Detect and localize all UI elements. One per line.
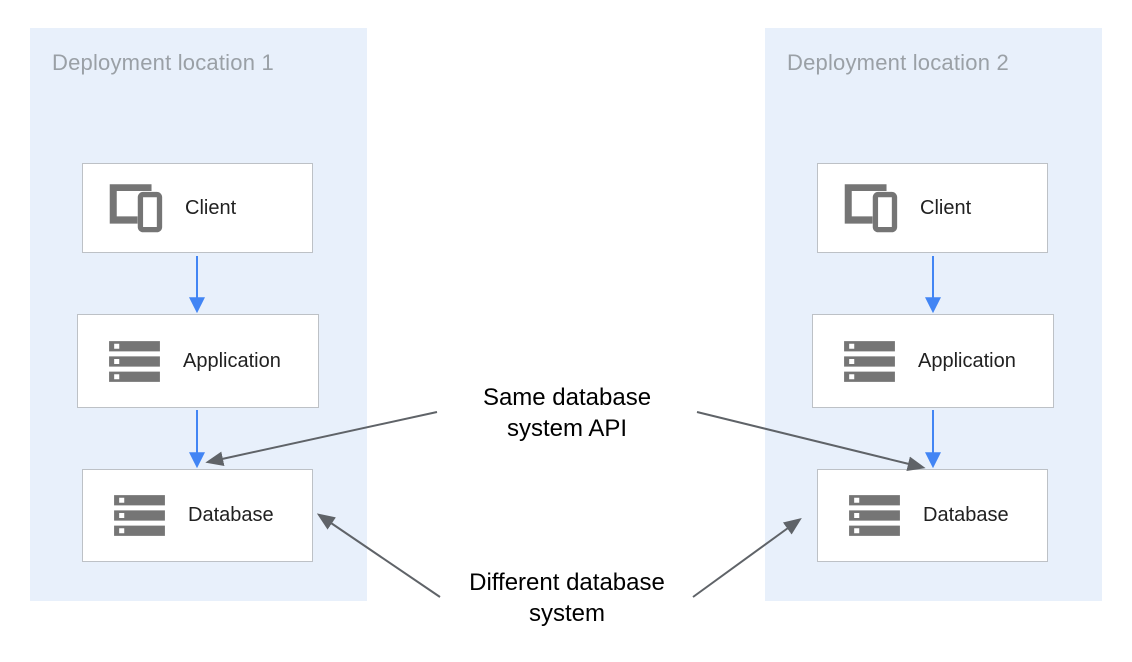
node-database-1: Database	[82, 469, 313, 562]
node-client-2: Client	[817, 163, 1048, 253]
storage-icon	[839, 331, 900, 392]
node-application-2: Application	[812, 314, 1054, 408]
annotation-same-database-api: Same database system API	[482, 384, 652, 442]
node-application-1: Application	[77, 314, 319, 408]
deployment-panel-1: Deployment location 1 Client Application	[30, 28, 367, 601]
node-label: Database	[188, 504, 274, 526]
panel-title-1: Deployment location 1	[52, 50, 274, 75]
node-database-2: Database	[817, 469, 1048, 562]
devices-icon	[844, 183, 902, 233]
panel-title-2: Deployment location 2	[787, 50, 1009, 75]
storage-icon	[844, 485, 905, 546]
devices-icon	[109, 183, 167, 233]
storage-icon	[104, 331, 165, 392]
node-label: Client	[185, 196, 237, 219]
node-client-1: Client	[82, 163, 313, 253]
annotation-different-database: Different database system	[469, 569, 665, 627]
node-label: Database	[923, 504, 1009, 526]
node-label: Application	[918, 349, 1016, 372]
storage-icon	[109, 485, 170, 546]
node-label: Application	[183, 349, 281, 372]
node-label: Client	[920, 196, 972, 219]
deployment-panel-2: Deployment location 2 Client Application	[765, 28, 1102, 601]
